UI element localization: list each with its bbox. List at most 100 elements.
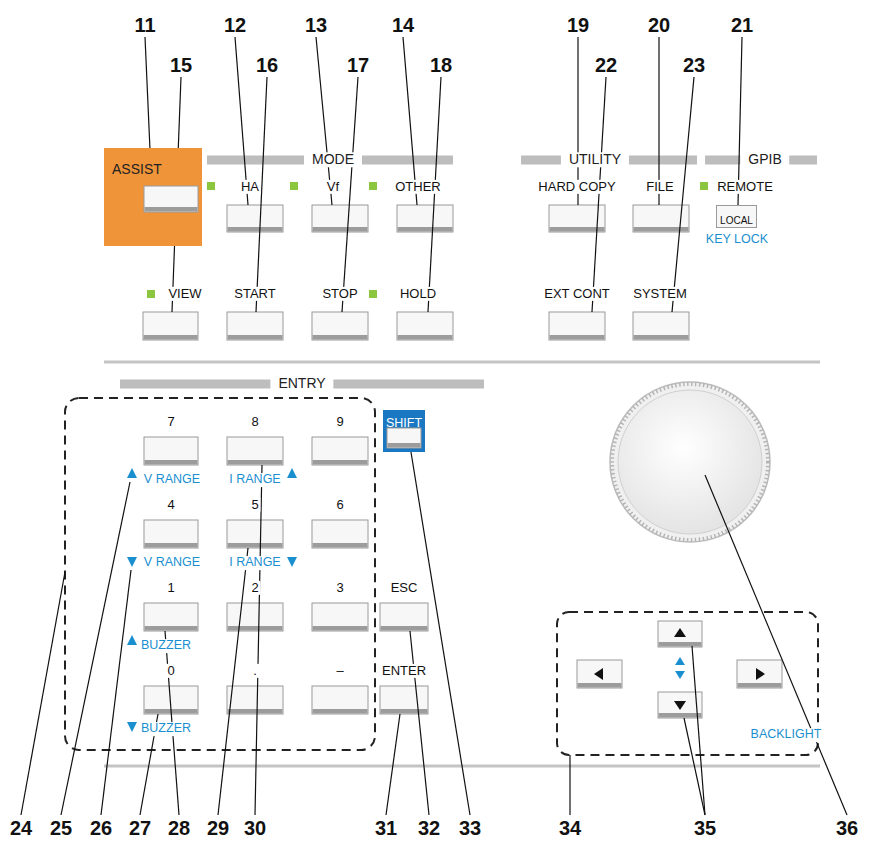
- shift-function-label: KEY LOCK: [704, 233, 770, 247]
- key-button: [144, 437, 198, 465]
- key-button: [312, 437, 368, 465]
- key-label: ENTER: [380, 664, 428, 678]
- shift-function-label: I RANGE: [227, 556, 282, 570]
- key-shadow: [398, 227, 453, 232]
- key-button: [380, 686, 428, 714]
- callout-number: 11: [132, 14, 157, 36]
- key-label: HARD COPY: [536, 180, 617, 194]
- key-label: SYSTEM: [631, 287, 688, 301]
- key-label: 4: [165, 498, 176, 512]
- callout-number: 29: [205, 817, 231, 839]
- key-shadow: [228, 460, 283, 465]
- callout-number: 32: [416, 817, 442, 839]
- key-shadow: [228, 543, 283, 548]
- key-button: [312, 686, 368, 714]
- key-shadow: [228, 709, 283, 714]
- key-button: [144, 186, 198, 212]
- cursor-arrow: [594, 628, 765, 710]
- node-text: ASSIST: [112, 161, 162, 177]
- callout-number: 36: [834, 817, 860, 839]
- key-label: 7: [165, 415, 176, 429]
- key-shadow: [738, 683, 782, 688]
- callout-number: 14: [390, 14, 416, 36]
- key-button: [737, 660, 782, 688]
- shift-function-label: BUZZER: [139, 639, 193, 653]
- key-button: [633, 312, 689, 340]
- key-buttons: [143, 205, 782, 718]
- key-label: HOLD: [398, 287, 438, 301]
- callout-number: 24: [8, 817, 34, 839]
- callout-number: 15: [168, 54, 194, 76]
- key-button: [227, 205, 283, 232]
- key-shadow: [313, 460, 368, 465]
- key-button: [144, 520, 198, 548]
- band-bar: [120, 160, 817, 384]
- key-shadow: [228, 227, 283, 232]
- key-button: [397, 205, 453, 232]
- key-shadow: [145, 543, 198, 548]
- group-label: ENTRY: [270, 376, 333, 391]
- key-button: [397, 312, 453, 340]
- key-shadow: [145, 626, 198, 631]
- key-shadow: [634, 335, 689, 340]
- callout-number: 35: [692, 817, 718, 839]
- key-label: OTHER: [393, 180, 443, 194]
- key-shadow: [228, 626, 283, 631]
- callout-number: 23: [681, 54, 707, 76]
- key-shadow: [228, 335, 283, 340]
- callout-number: 16: [254, 54, 280, 76]
- key-label: VIEW: [166, 287, 203, 301]
- key-label: 8: [249, 415, 260, 429]
- key-label: Vf: [325, 180, 341, 194]
- key-button: [227, 312, 283, 340]
- key-shadow: [313, 543, 368, 548]
- node-text: LOCAL: [720, 215, 753, 226]
- callout-number: 27: [127, 817, 153, 839]
- key-button: [380, 603, 428, 631]
- key-shadow: [381, 626, 428, 631]
- shift-panel: SHIFT: [383, 410, 425, 452]
- key-label: EXT CONT: [542, 287, 612, 301]
- key-label: –: [334, 664, 345, 678]
- shift-function-label: BACKLIGHT: [749, 728, 824, 742]
- key-label: ESC: [389, 581, 420, 595]
- led-indicator: [147, 182, 708, 298]
- knob-face: [618, 390, 762, 534]
- key-shadow: [313, 709, 368, 714]
- shift-function-label: V RANGE: [142, 473, 202, 487]
- callout-number: 20: [646, 14, 672, 36]
- knob-knurling: [612, 384, 768, 540]
- group-label: MODE: [304, 152, 362, 167]
- key-button: [143, 312, 198, 340]
- callout-number: 13: [303, 14, 329, 36]
- callout-number: 31: [373, 817, 399, 839]
- callout-number: 22: [593, 54, 619, 76]
- key-shadow: [313, 335, 368, 340]
- callout-number: 25: [48, 817, 74, 839]
- key-shadow: [145, 207, 198, 212]
- key-label: .: [251, 664, 259, 678]
- key-shadow: [313, 227, 368, 232]
- group-label: UTILITY: [561, 152, 629, 167]
- key-shadow: [578, 683, 622, 688]
- callout-number: 17: [345, 54, 371, 76]
- key-label: 2: [249, 581, 260, 595]
- callout-number: 12: [222, 14, 248, 36]
- key-button: [577, 660, 622, 688]
- local-button: LOCAL: [716, 205, 757, 228]
- key-shadow: [550, 335, 605, 340]
- callout-number: 34: [557, 817, 583, 839]
- key-button: [227, 686, 283, 714]
- key-button: [227, 603, 283, 631]
- key-label: FILE: [644, 180, 675, 194]
- key-label: START: [232, 287, 277, 301]
- key-label: REMOTE: [715, 180, 775, 194]
- key-button: [312, 520, 368, 548]
- key-label: 9: [334, 415, 345, 429]
- key-button: [144, 603, 198, 631]
- key-label: 0: [165, 664, 176, 678]
- key-button: [312, 603, 368, 631]
- callout-number: 21: [729, 14, 755, 36]
- key-label: 3: [334, 581, 345, 595]
